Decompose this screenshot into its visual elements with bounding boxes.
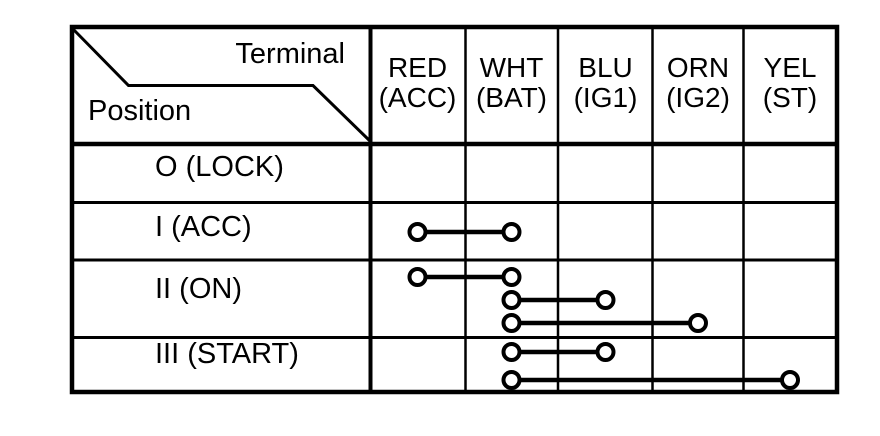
position-row-label-0: O (LOCK) bbox=[155, 151, 284, 183]
terminal-header-blu: BLU(IG1) bbox=[551, 53, 661, 113]
terminal-wire-color: RED bbox=[387, 52, 448, 83]
terminal-contact-circle bbox=[595, 342, 616, 362]
continuity-connector-red-wht bbox=[407, 222, 522, 242]
terminal-header-red: RED(ACC) bbox=[363, 53, 473, 113]
terminal-header-wht: WHT(BAT) bbox=[457, 53, 567, 113]
terminal-header-yel: YEL(ST) bbox=[735, 53, 845, 113]
terminal-contact-circle bbox=[501, 313, 522, 333]
terminal-circuit-name: (ACC) bbox=[378, 82, 457, 113]
terminal-wire-color: ORN bbox=[666, 52, 730, 83]
terminal-contact-circle bbox=[407, 222, 428, 242]
terminal-contact-circle bbox=[407, 267, 428, 287]
terminal-circuit-name: (IG1) bbox=[573, 82, 638, 113]
terminal-contact-circle bbox=[501, 370, 522, 390]
continuity-connector-wht-blu bbox=[501, 342, 616, 362]
position-row-label-2: II (ON) bbox=[155, 273, 242, 305]
terminal-contact-circle bbox=[501, 342, 522, 362]
continuity-connector-wht-orn bbox=[501, 313, 708, 333]
continuity-connector-wht-blu bbox=[501, 290, 616, 310]
corner-diagonal-divider bbox=[70, 26, 373, 144]
terminal-contact-circle bbox=[780, 370, 800, 390]
position-row-label-3: III (START) bbox=[155, 338, 299, 370]
terminal-wire-color: BLU bbox=[578, 52, 633, 83]
table-outer-border bbox=[69, 24, 840, 395]
corner-terminal-label: Terminal bbox=[235, 38, 345, 70]
terminal-circuit-name: (IG2) bbox=[666, 82, 730, 113]
continuity-connector-wht-yel bbox=[501, 370, 800, 390]
terminal-wire-color: WHT bbox=[479, 52, 544, 83]
terminal-circuit-name: (ST) bbox=[762, 82, 818, 113]
position-row-label-1: I (ACC) bbox=[155, 211, 252, 243]
terminal-contact-circle bbox=[595, 290, 616, 310]
continuity-connector-red-wht bbox=[407, 267, 522, 287]
terminal-contact-circle bbox=[501, 267, 522, 287]
terminal-wire-color: YEL bbox=[763, 52, 817, 83]
terminal-contact-circle bbox=[501, 222, 522, 242]
terminal-contact-circle bbox=[501, 290, 522, 310]
terminal-contact-circle bbox=[688, 313, 708, 333]
terminal-circuit-name: (BAT) bbox=[475, 82, 548, 113]
terminal-header-orn: ORN(IG2) bbox=[643, 53, 753, 113]
corner-position-label: Position bbox=[88, 95, 192, 127]
